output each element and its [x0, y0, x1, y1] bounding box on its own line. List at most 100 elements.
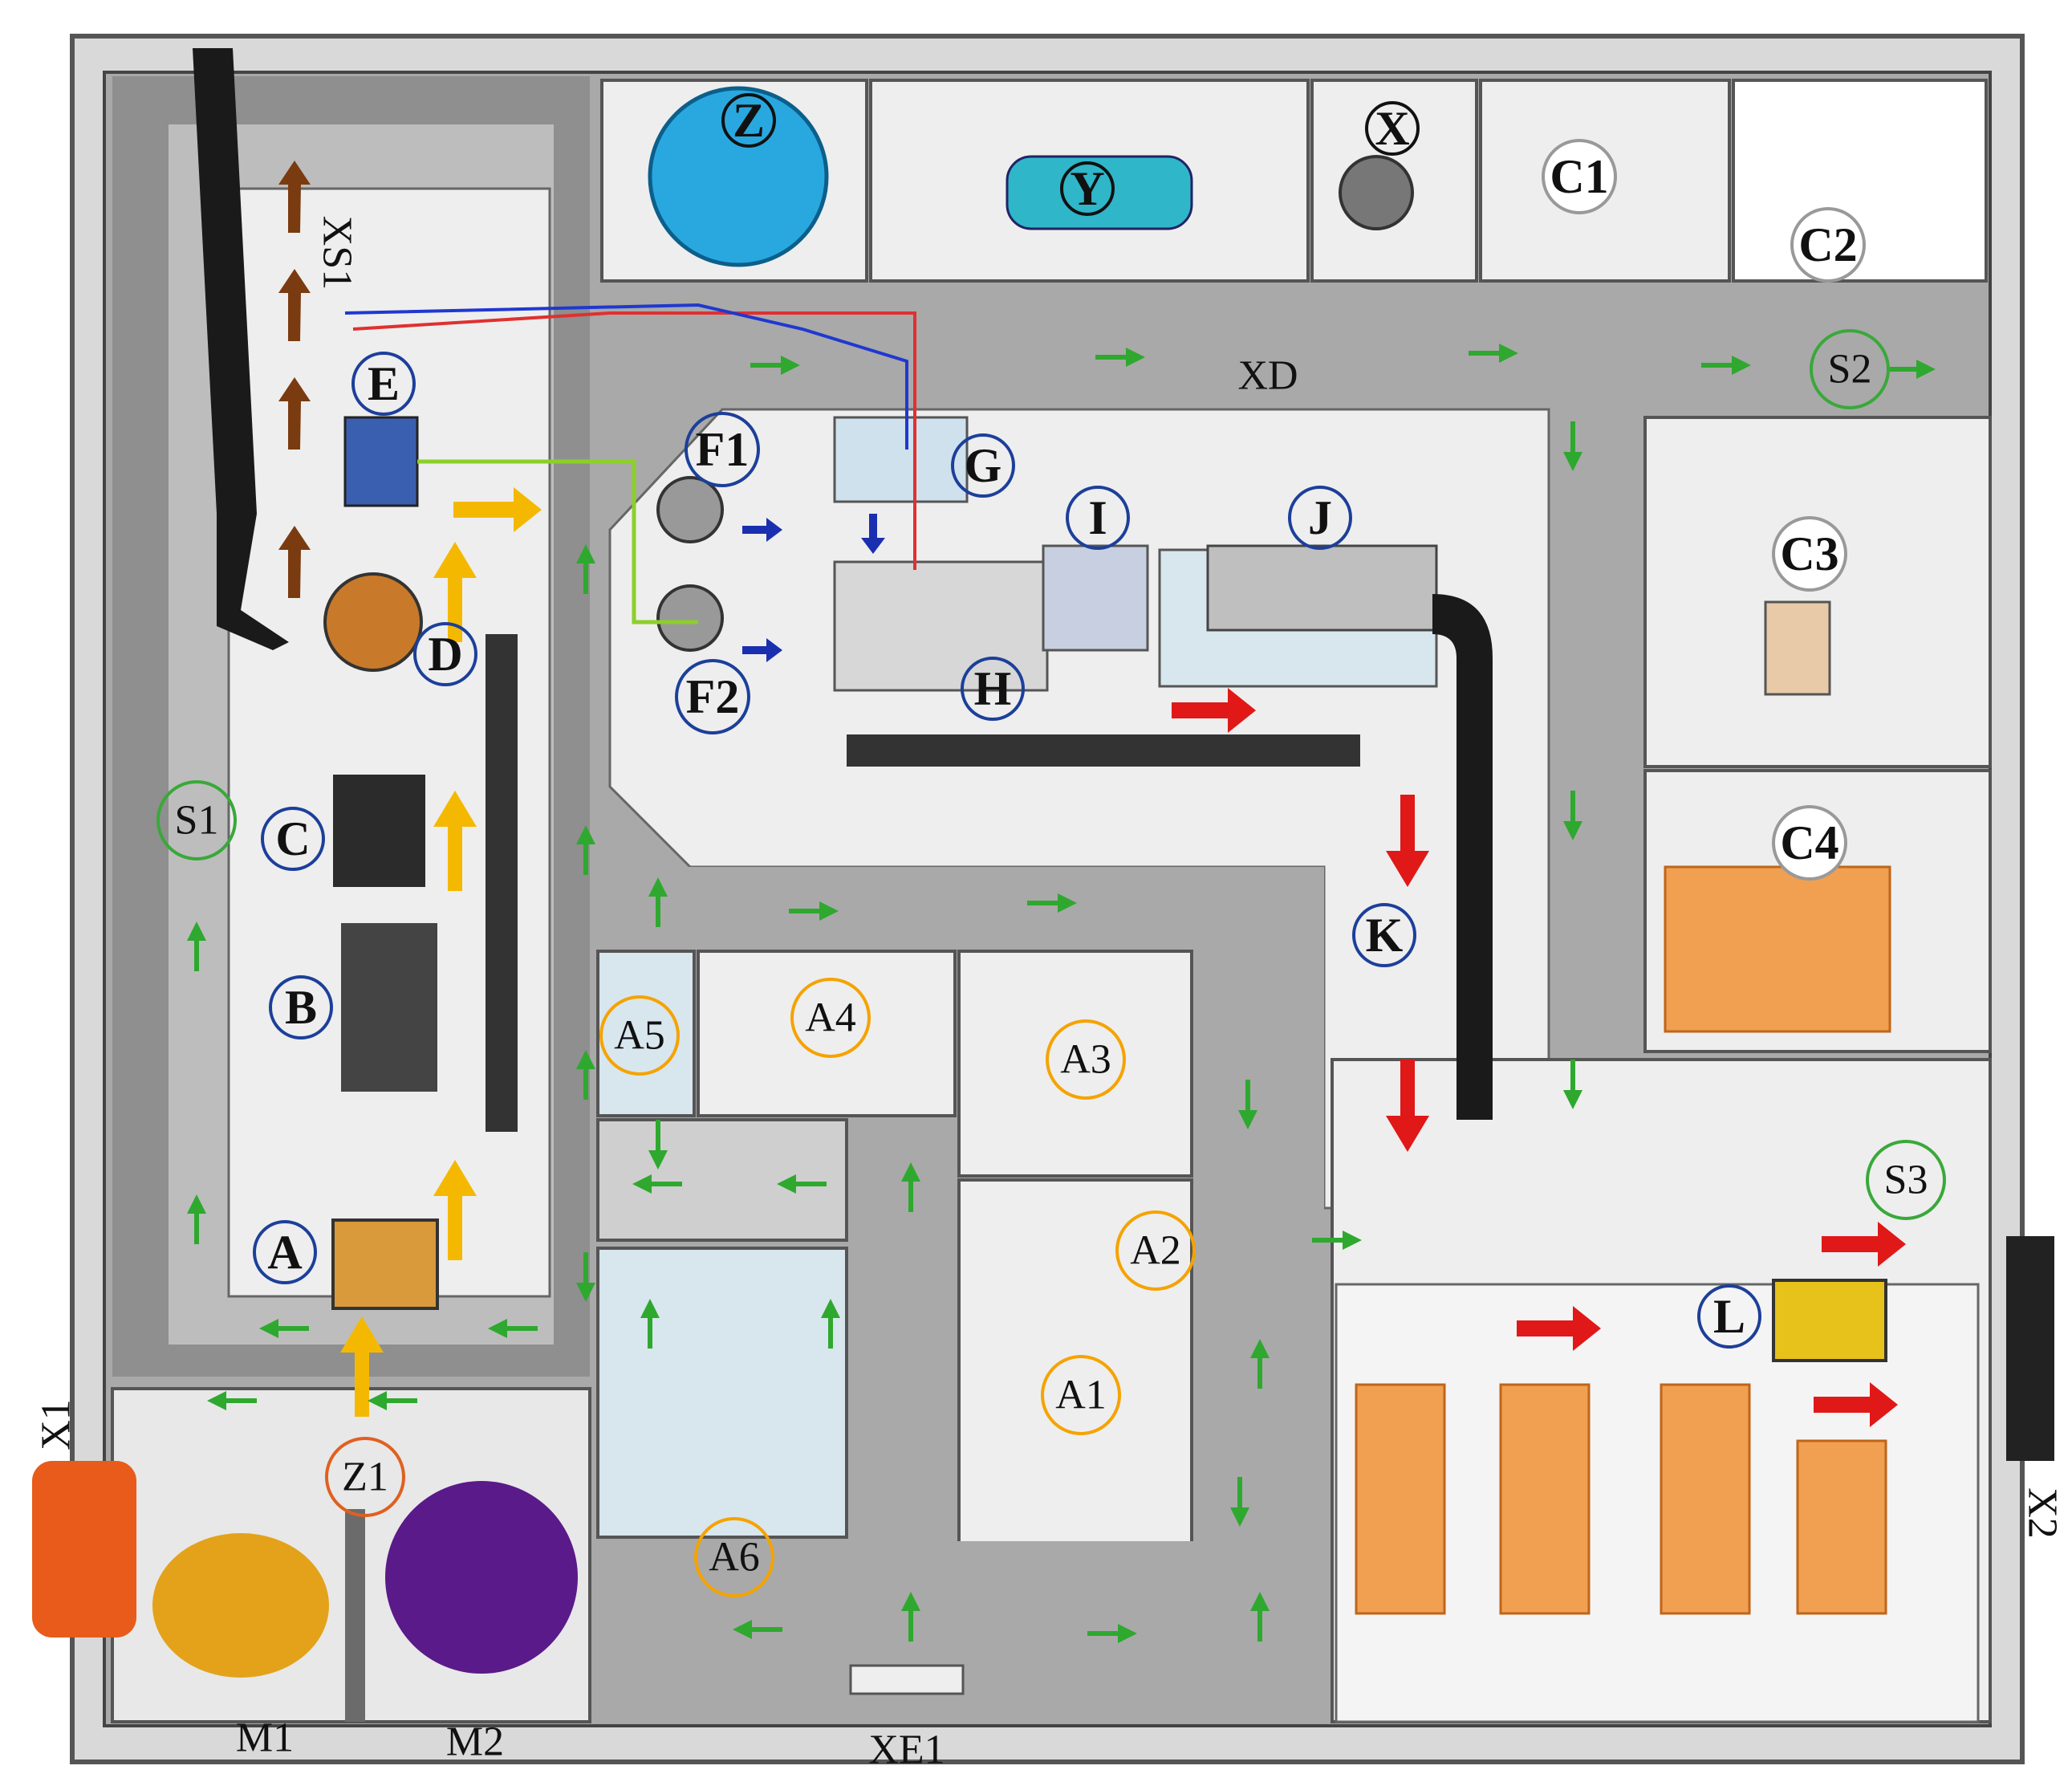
label-a: A [253, 1220, 317, 1284]
label-i-text: I [1088, 491, 1107, 544]
hopper-a [331, 1218, 439, 1310]
room-a2-a1 [957, 1178, 1193, 1547]
truck-x1 [32, 1461, 136, 1638]
flow-arrows-brown [278, 161, 311, 598]
room-a6 [596, 1247, 848, 1539]
tank-f2 [656, 584, 724, 652]
label-d-text: D [428, 628, 462, 681]
label-x2: X2 [2020, 1487, 2066, 1539]
label-a1: A1 [1041, 1355, 1121, 1435]
meeting-table-c3 [1764, 600, 1831, 696]
label-a5-text: A5 [614, 1013, 665, 1059]
label-y-text: Y [1070, 162, 1104, 215]
conveyor-k [1432, 594, 1493, 1120]
filler-h [833, 560, 1049, 692]
label-c4: C4 [1772, 805, 1847, 881]
tank-f1 [656, 476, 724, 543]
pallet-stack-3 [1660, 1383, 1751, 1615]
label-l: L [1697, 1284, 1761, 1349]
label-b: B [269, 975, 333, 1039]
label-s1: S1 [156, 780, 237, 860]
label-a6: A6 [694, 1517, 774, 1597]
pallets-c4 [1664, 865, 1891, 1033]
label-m2: M2 [446, 1719, 504, 1765]
label-s3-text: S3 [1884, 1157, 1928, 1203]
grate-left [485, 634, 518, 1132]
label-c1: C1 [1542, 139, 1617, 214]
water-tank-z [648, 86, 829, 267]
room-c3 [1643, 416, 1992, 768]
label-c2-text: C2 [1798, 218, 1857, 271]
label-c1-text: C1 [1550, 150, 1608, 203]
label-a3: A3 [1046, 1019, 1126, 1100]
sorting-table-b [341, 923, 437, 1092]
pipe-red [352, 311, 916, 570]
boiler-y [1006, 155, 1193, 230]
label-f2-text: F2 [686, 670, 740, 723]
label-i: I [1066, 486, 1130, 550]
pipe-green [417, 459, 698, 624]
label-b-text: B [285, 981, 317, 1034]
flow-arrows-yellow [340, 487, 542, 1417]
m-divider-wall [345, 1509, 365, 1722]
pipe-blue [344, 303, 908, 450]
label-c3: C3 [1772, 516, 1847, 592]
label-a4-text: A4 [805, 995, 856, 1041]
label-x-text: X [1375, 102, 1409, 155]
label-m1: M1 [236, 1715, 294, 1761]
label-a2: A2 [1115, 1210, 1196, 1291]
destemmer-d [323, 572, 423, 672]
tank-g [833, 416, 969, 503]
label-a4: A4 [790, 978, 871, 1058]
label-y: Y [1060, 161, 1115, 216]
label-a5: A5 [599, 995, 680, 1076]
flow-arrows-red [1172, 688, 1906, 1427]
pallet-stack-1 [1355, 1383, 1446, 1615]
label-a2-text: A2 [1130, 1228, 1181, 1274]
label-xs1: XS1 [315, 216, 360, 290]
label-z: Z [721, 93, 776, 148]
corridor-xd [602, 285, 1986, 405]
grapes-white-m1 [152, 1533, 329, 1678]
label-a-text: A [267, 1226, 302, 1279]
label-f1-text: F1 [696, 423, 750, 476]
labeler-j-body [1206, 544, 1438, 632]
pallet-stack-4 [1796, 1439, 1887, 1615]
crusher-e [343, 416, 419, 507]
pallet-stack-2 [1499, 1383, 1591, 1615]
label-d: D [413, 622, 477, 686]
label-z1: Z1 [325, 1437, 405, 1517]
forklift-l [1772, 1279, 1887, 1362]
compressor-x [1339, 155, 1414, 230]
label-l-text: L [1713, 1290, 1745, 1343]
label-s3: S3 [1866, 1140, 1946, 1220]
label-x: X [1365, 101, 1420, 156]
room-a3 [957, 950, 1193, 1178]
label-j: J [1288, 486, 1352, 550]
label-c3-text: C3 [1780, 527, 1838, 580]
label-j-text: J [1308, 491, 1332, 544]
label-g-text: G [965, 439, 1002, 492]
label-z1-text: Z1 [342, 1454, 388, 1500]
conveyor-xs1 [193, 48, 289, 650]
label-e-text: E [368, 357, 400, 410]
label-xe1: XE1 [868, 1727, 945, 1773]
label-h: H [961, 657, 1025, 721]
label-c: C [261, 807, 325, 871]
label-z-text: Z [733, 94, 765, 147]
truck-x2 [2006, 1236, 2054, 1461]
capper-i [1042, 544, 1149, 652]
grate-center [847, 734, 1360, 767]
label-k-text: K [1366, 909, 1404, 962]
label-s2-text: S2 [1828, 347, 1872, 393]
flow-arrows-blue [742, 514, 885, 662]
label-k: K [1352, 903, 1416, 967]
label-s2: S2 [1810, 329, 1890, 409]
label-e: E [351, 352, 416, 416]
label-g: G [951, 433, 1015, 498]
entrance-xe1 [849, 1664, 965, 1695]
label-c4-text: C4 [1780, 816, 1838, 869]
label-xd: XD [1237, 353, 1298, 399]
press-c [333, 775, 425, 887]
room-a6-upper [596, 1118, 848, 1242]
